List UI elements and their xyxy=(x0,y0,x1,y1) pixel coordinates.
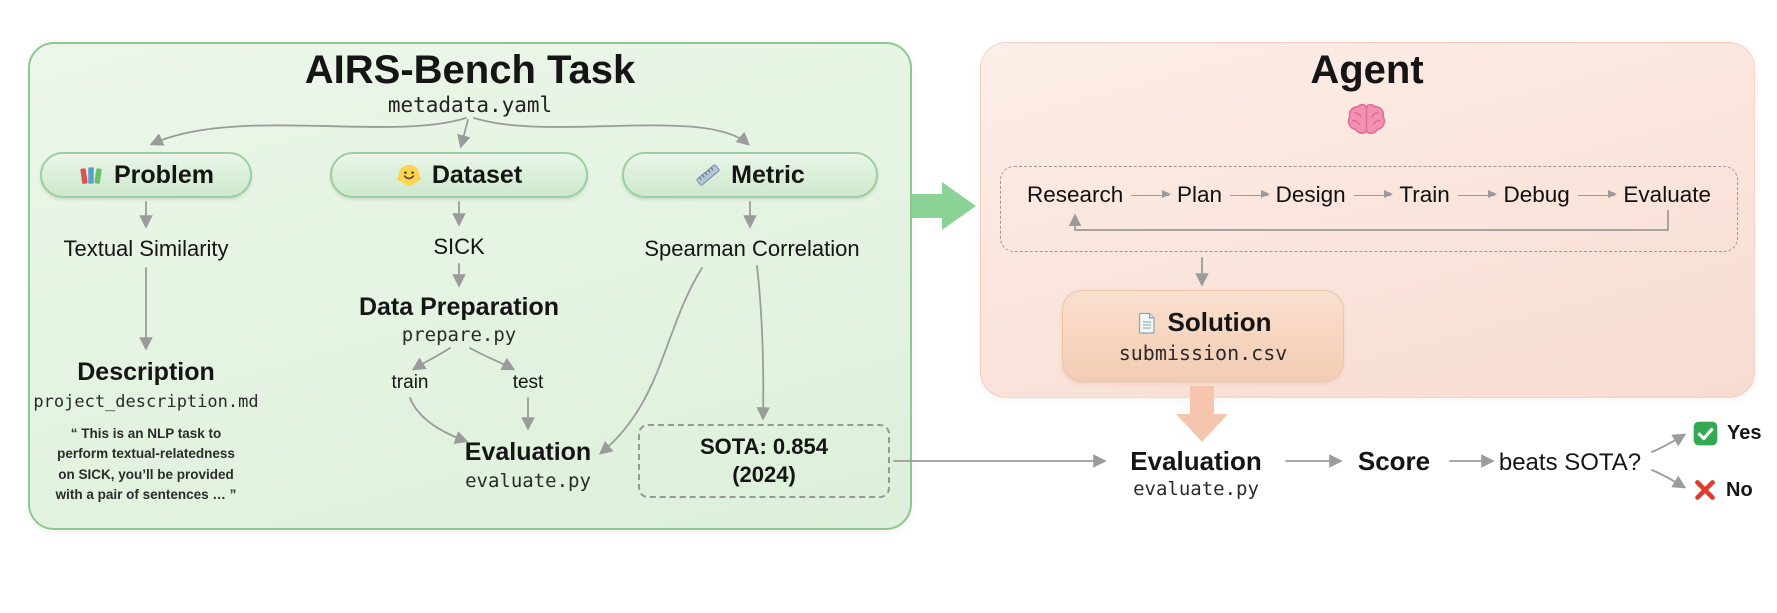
description-title: Description xyxy=(77,358,215,386)
step-arrow-icon xyxy=(1457,190,1498,199)
workflow-step-research: Research xyxy=(1027,182,1124,207)
beats-sota-question: beats SOTA? xyxy=(1498,449,1642,476)
metric-pill-label: Metric xyxy=(731,160,805,189)
sota-value: SOTA: 0.854 xyxy=(700,434,828,459)
sota-year: (2024) xyxy=(732,462,796,487)
solution-file: submission.csv xyxy=(1118,341,1288,365)
workflow-step-design: Design xyxy=(1275,182,1346,207)
ruler-icon xyxy=(696,164,720,186)
document-icon xyxy=(1138,312,1155,334)
description-quote: “ This is an NLP task to perform textual… xyxy=(56,424,237,505)
task-to-agent-arrow xyxy=(912,182,976,230)
check-icon xyxy=(1693,421,1718,446)
workflow-step-plan: Plan xyxy=(1176,182,1222,207)
outcome-no: No xyxy=(1692,477,1753,503)
description-file: project_description.md xyxy=(33,392,259,412)
metric-value: Spearman Correlation xyxy=(644,236,860,261)
step-arrow-icon xyxy=(1353,190,1394,199)
solution-label: Solution xyxy=(1167,307,1272,337)
data-preparation-title: Data Preparation xyxy=(358,293,560,321)
cross-icon xyxy=(1695,480,1715,500)
no-label: No xyxy=(1726,478,1753,501)
outcome-yes: Yes xyxy=(1692,420,1761,447)
quote-line: “ This is an NLP task to xyxy=(70,426,222,441)
workflow-step-evaluate: Evaluate xyxy=(1623,182,1711,207)
dataset-pill-label: Dataset xyxy=(431,160,523,189)
brain-icon xyxy=(1347,103,1386,134)
metric-pill: Metric xyxy=(622,152,878,198)
yes-label: Yes xyxy=(1727,422,1762,444)
dataset-value: SICK xyxy=(433,234,485,259)
train-split-label: train xyxy=(391,372,429,393)
workflow-step-debug: Debug xyxy=(1503,182,1570,207)
quote-line: with a pair of sentences … ” xyxy=(55,486,237,502)
task-evaluation-title: Evaluation xyxy=(464,438,592,466)
data-preparation-file: prepare.py xyxy=(401,324,517,346)
step-arrow-icon xyxy=(1230,190,1270,199)
solution-header: Solution xyxy=(1135,307,1272,338)
workflow-step-train: Train xyxy=(1399,182,1450,207)
quote-line: perform textual-relatedness xyxy=(57,446,235,462)
dataset-pill: Dataset xyxy=(330,152,588,198)
bottom-evaluation-file: evaluate.py xyxy=(1133,478,1259,500)
problem-value: Textual Similarity xyxy=(63,236,229,261)
sota-box: SOTA: 0.854 (2024) xyxy=(638,424,890,498)
workflow-loop-arrow xyxy=(1068,210,1669,231)
task-evaluation-file: evaluate.py xyxy=(465,470,591,492)
agent-workflow-box: Research Plan Design Train Debug Evaluat… xyxy=(1000,166,1738,252)
books-icon xyxy=(80,167,102,184)
solution-box: Solution submission.csv xyxy=(1062,290,1344,382)
task-metadata-file: metadata.yaml xyxy=(387,93,553,117)
step-arrow-icon xyxy=(1131,190,1171,199)
workflow-steps-row: Research Plan Design Train Debug Evaluat… xyxy=(1001,167,1737,208)
score-label: Score xyxy=(1357,446,1431,476)
agent-panel-title: Agent xyxy=(1310,48,1424,92)
hugging-face-icon xyxy=(397,164,421,186)
problem-pill-label: Problem xyxy=(113,160,215,189)
test-split-label: test xyxy=(512,372,544,393)
quote-line: on SICK, you’ll be provided xyxy=(58,466,234,482)
step-arrow-icon xyxy=(1577,190,1618,199)
task-panel-title: AIRS-Bench Task xyxy=(304,48,636,92)
bottom-evaluation-title: Evaluation xyxy=(1130,446,1262,476)
problem-pill: Problem xyxy=(40,152,252,198)
